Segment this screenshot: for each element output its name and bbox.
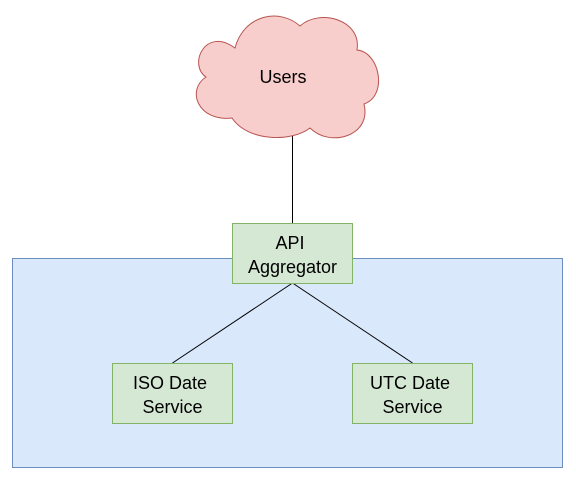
api-aggregator-node: API Aggregator: [232, 223, 353, 284]
utc-date-service-label-line-1: UTC Date: [370, 373, 450, 393]
iso-date-service-label-line-1: ISO Date: [133, 373, 207, 393]
utc-date-service-box: [352, 363, 473, 424]
users-cloud-node: Users: [195, 15, 380, 139]
iso-date-service-node: ISO Date Service: [112, 363, 233, 424]
users-label: Users: [259, 67, 306, 87]
svg-text:API Aggregator: API Aggregator: [248, 233, 337, 277]
api-aggregator-label-line-1: API: [275, 233, 304, 253]
svg-text:ISO Date Service: ISO Date Service: [133, 373, 212, 417]
utc-date-service-label-line-2: Service: [382, 397, 442, 417]
edge-api-aggregator-to-utc-service: [292, 282, 413, 364]
iso-date-service-label-line-2: Service: [142, 397, 202, 417]
iso-date-service-box: [112, 363, 233, 424]
api-aggregator-box: [232, 223, 353, 284]
edge-api-aggregator-to-iso-service: [172, 282, 293, 364]
utc-date-service-node: UTC Date Service: [352, 363, 473, 424]
svg-text:UTC Date Service: UTC Date Service: [370, 373, 455, 417]
cloud-shape: [195, 15, 380, 139]
api-aggregator-label-line-2: Aggregator: [248, 257, 337, 277]
services-container: [12, 258, 563, 468]
